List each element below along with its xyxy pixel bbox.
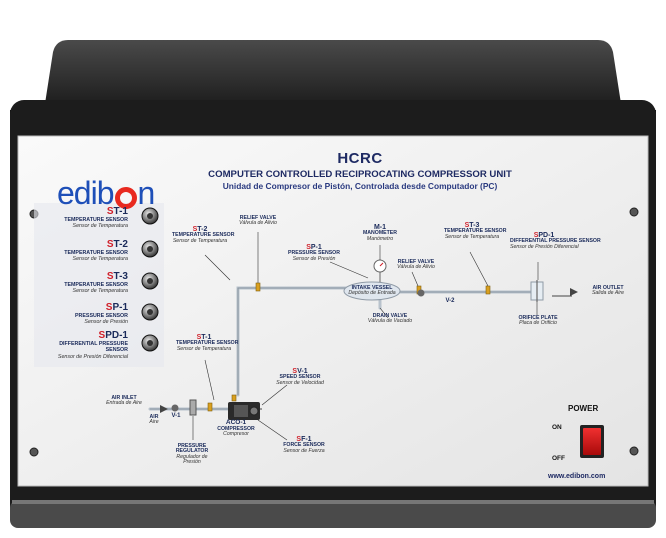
power-off-label: OFF [552,455,565,462]
power-on-label: ON [552,424,562,431]
label-v1: V-1 [171,413,181,419]
v2-valve-icon [417,289,425,297]
pressure-regulator-icon [189,399,197,416]
intake-vessel-icon [343,281,401,301]
title-spanish: Unidad de Compresor de Pistón, Controlad… [222,181,498,191]
label-v2: V-2 [445,298,455,304]
panel-title: HCRC COMPUTER CONTROLLED RECIPROCATING C… [200,150,520,191]
v1-valve-icon [171,404,179,412]
title-english: COMPUTER CONTROLLED RECIPROCATING COMPRE… [208,169,512,180]
panel-code: HCRC [337,150,383,167]
power-label: POWER [568,404,599,413]
leader-lines [192,232,539,441]
cabinet-top [44,40,622,110]
power-switch[interactable] [580,425,604,458]
sensor-connector-icons [141,207,159,352]
power-switch-rocker[interactable] [583,428,601,455]
website-label: www.edibon.com [548,473,606,480]
